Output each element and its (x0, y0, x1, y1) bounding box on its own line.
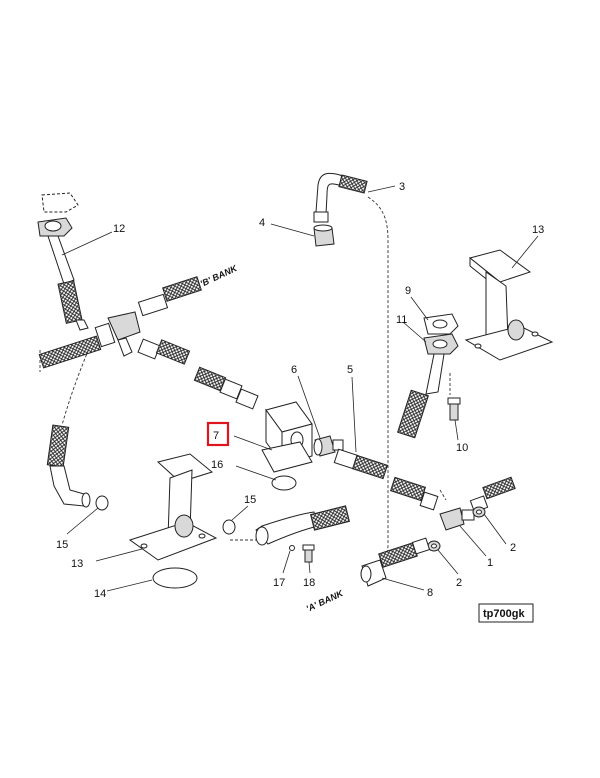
part-13-bracket-right (464, 249, 554, 361)
a-bank-label: 'A' BANK (305, 588, 346, 614)
callout-15-left: 15 (56, 539, 68, 551)
reference-code: tp700gk (483, 608, 525, 620)
part-16-o-ring (271, 475, 297, 491)
callout-12: 12 (113, 223, 125, 235)
reference-code-box: tp700gk (478, 603, 534, 623)
part-12-flanged-hose (37, 192, 89, 331)
callout-7-highlighted[interactable]: 7 (206, 421, 230, 447)
callout-8: 8 (427, 587, 433, 599)
part-9-11-flange-hose (397, 313, 459, 439)
callout-10: 10 (456, 442, 468, 454)
centre-elbow-hose (255, 505, 351, 546)
part-5-hose (333, 448, 389, 480)
part-18-screw (302, 544, 315, 563)
part-7-bracket (261, 401, 313, 473)
callout-11: 11 (396, 314, 407, 326)
callout-6: 6 (291, 364, 297, 376)
callout-13-left: 13 (71, 558, 83, 570)
part-10-bolt (447, 397, 461, 421)
part-2-nut-upper (472, 506, 486, 518)
leader-lines (61, 185, 539, 592)
b-bank-hose-assembly (38, 276, 259, 410)
callout-numbers: 3 4 12 13 9 11 6 5 10 16 15 15 2 13 1 2 … (56, 181, 544, 600)
part-8-hose-elbow (360, 537, 431, 587)
callout-9: 9 (405, 285, 411, 297)
part-17-washer (289, 545, 295, 551)
callout-18: 18 (303, 577, 315, 589)
part-15-seal-left (95, 495, 109, 511)
callout-14: 14 (94, 588, 106, 600)
b-bank-label: 'B' BANK (199, 263, 240, 289)
callout-2-right: 2 (510, 542, 516, 554)
left-lower-hose (46, 424, 91, 508)
part-15-seal-right (222, 519, 236, 535)
part-2-nut-lower (427, 540, 441, 552)
part-3-bent-pipe (313, 172, 368, 223)
part-1-union-hoses (389, 476, 516, 531)
callout-13-right: 13 (532, 224, 544, 236)
part-14-o-ring (152, 567, 198, 589)
callout-4: 4 (259, 217, 265, 229)
routing-lines (39, 196, 451, 569)
callout-7: 7 (213, 430, 219, 442)
callout-15-right: 15 (244, 494, 256, 506)
part-4-union (313, 224, 335, 247)
callout-16: 16 (211, 459, 223, 471)
callout-1: 1 (487, 557, 493, 569)
callout-17: 17 (273, 577, 285, 589)
callout-3: 3 (399, 181, 405, 193)
highlight-box (206, 421, 230, 447)
callout-2-lower: 2 (456, 577, 462, 589)
part-6-adaptor (313, 435, 344, 457)
part-13-bracket-left (128, 453, 218, 561)
callout-5: 5 (347, 364, 353, 376)
